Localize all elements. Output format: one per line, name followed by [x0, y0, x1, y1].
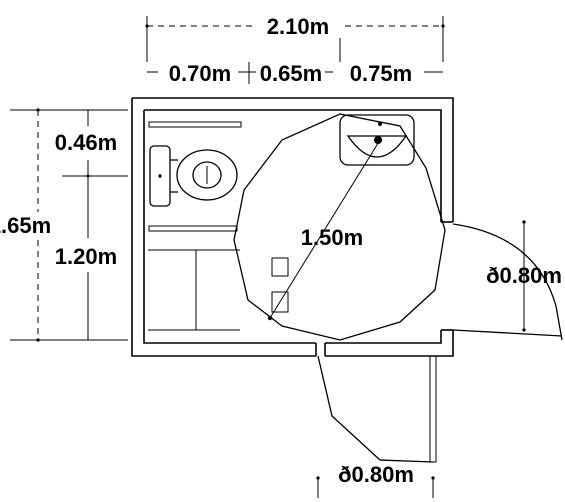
- door-bottom: [316, 355, 437, 498]
- room-walls: [131, 97, 454, 357]
- toilet: [149, 145, 238, 207]
- turning-circle: [233, 113, 446, 341]
- dimension-total-depth: [10, 108, 128, 342]
- door-right-label: ð0.80m: [486, 263, 562, 288]
- segment-left-label: 0.70m: [169, 61, 231, 86]
- turning-circle-label: 1.50m: [301, 225, 363, 250]
- bar-height-label: 1.20m: [55, 244, 117, 269]
- grab-bar-top: [148, 121, 242, 128]
- transfer-area: [148, 249, 289, 331]
- toilet-offset-label: 0.46m: [55, 130, 117, 155]
- door-right: [452, 220, 563, 341]
- dimension-total-width: [145, 16, 445, 62]
- dimension-bar-height: [62, 110, 128, 340]
- door-bottom-label: ð0.80m: [338, 462, 414, 487]
- total-width-label: 2.10m: [267, 14, 329, 39]
- total-depth-label: 1.65m: [0, 213, 51, 238]
- grab-bar-side: [148, 225, 238, 232]
- segment-right-label: 0.75m: [350, 61, 412, 86]
- segment-mid-label: 0.65m: [260, 61, 322, 86]
- dimension-segments: [147, 38, 443, 84]
- washbasin: [339, 114, 415, 166]
